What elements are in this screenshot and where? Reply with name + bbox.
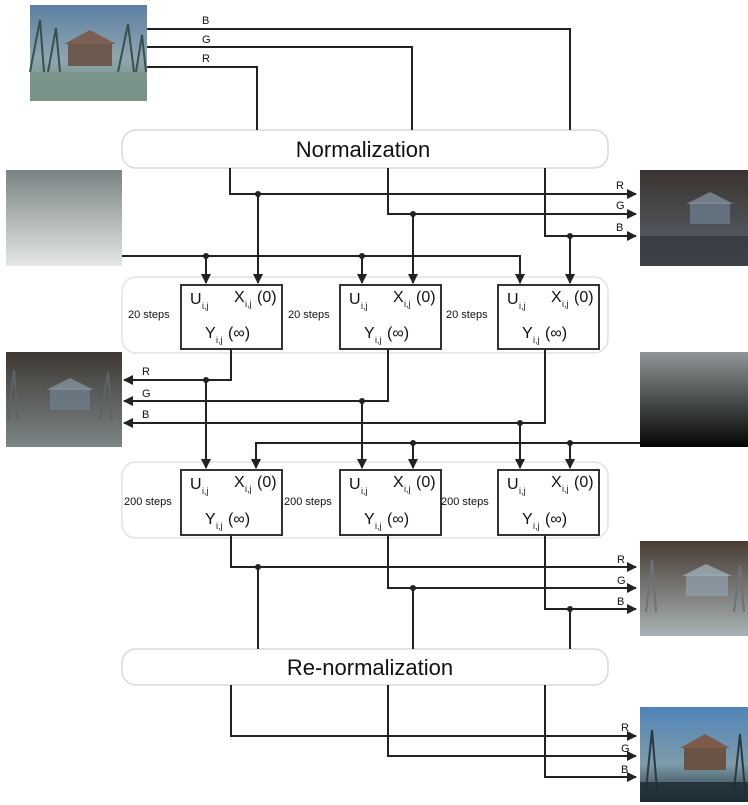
input-channel-wires (147, 28, 571, 130)
svg-text:(0): (0) (416, 289, 436, 306)
svg-text:X: X (234, 289, 245, 306)
svg-text:(∞): (∞) (545, 325, 567, 342)
normalization-panel (121, 129, 609, 169)
svg-text:i,j: i,j (375, 521, 382, 531)
layer1-steps-3: 20 steps (446, 309, 488, 321)
svg-text:i,j: i,j (562, 484, 569, 494)
svg-text:i,j: i,j (245, 484, 252, 494)
layer2-cell-2: U i,j X i,j (0) Y i,j (∞) (339, 469, 442, 536)
svg-text:i,j: i,j (216, 335, 223, 345)
final-r-label: R (621, 722, 629, 734)
layer2-output-wires (230, 535, 637, 649)
svg-text:i,j: i,j (404, 484, 411, 494)
svg-text:X: X (551, 474, 562, 491)
norm-b-label: B (616, 222, 623, 234)
svg-text:Y: Y (205, 325, 216, 342)
layer1-steps-1: 20 steps (128, 309, 170, 321)
input-b-label: B (202, 15, 209, 27)
svg-text:(∞): (∞) (387, 325, 409, 342)
svg-text:(0): (0) (257, 474, 277, 491)
svg-text:i,j: i,j (245, 299, 252, 309)
l2-g-label: G (617, 575, 626, 587)
layer1-output-wires (123, 349, 546, 469)
l1-g-label: G (142, 388, 151, 400)
svg-text:X: X (234, 474, 245, 491)
input-r-label: R (202, 53, 210, 65)
svg-text:(0): (0) (574, 474, 594, 491)
svg-text:(0): (0) (574, 289, 594, 306)
svg-text:i,j: i,j (562, 299, 569, 309)
svg-text:U: U (507, 291, 519, 308)
layer2-steps-2: 200 steps (284, 496, 332, 508)
svg-text:i,j: i,j (519, 301, 526, 311)
svg-text:i,j: i,j (361, 301, 368, 311)
svg-text:Y: Y (205, 511, 216, 528)
svg-text:X: X (551, 289, 562, 306)
l2-b-label: B (617, 596, 624, 608)
normalization-output-wires (229, 168, 637, 284)
layer1-cell-1: U i,j X i,j (0) Y i,j (∞) (180, 284, 283, 350)
svg-text:U: U (190, 291, 202, 308)
layer1-output-photo (6, 352, 122, 447)
svg-text:i,j: i,j (361, 486, 368, 496)
svg-text:(∞): (∞) (387, 511, 409, 528)
svg-text:i,j: i,j (519, 486, 526, 496)
svg-text:i,j: i,j (404, 299, 411, 309)
final-g-label: G (621, 743, 630, 755)
svg-text:Y: Y (522, 511, 533, 528)
svg-text:i,j: i,j (375, 335, 382, 345)
gradient-light-wires (122, 253, 525, 284)
layer2-cell-3: U i,j X i,j (0) Y i,j (∞) (497, 469, 600, 536)
svg-text:U: U (349, 476, 361, 493)
input-g-label: G (202, 34, 211, 46)
norm-r-label: R (616, 180, 624, 192)
layer2-cell-1: U i,j X i,j (0) Y i,j (∞) (180, 469, 283, 536)
svg-text:U: U (349, 291, 361, 308)
svg-text:i,j: i,j (202, 486, 209, 496)
svg-text:(∞): (∞) (545, 511, 567, 528)
final-b-label: B (621, 764, 628, 776)
renormalization-output-wires (230, 685, 637, 782)
svg-text:i,j: i,j (202, 301, 209, 311)
svg-text:U: U (190, 476, 202, 493)
svg-text:Y: Y (522, 325, 533, 342)
gradient-dark (640, 352, 748, 447)
norm-g-label: G (616, 200, 625, 212)
svg-text:(∞): (∞) (228, 325, 250, 342)
svg-text:Y: Y (364, 511, 375, 528)
svg-text:(0): (0) (257, 289, 277, 306)
svg-text:Y: Y (364, 325, 375, 342)
svg-text:i,j: i,j (216, 521, 223, 531)
layer2-output-photo (640, 541, 748, 636)
svg-text:X: X (393, 474, 404, 491)
svg-text:U: U (507, 476, 519, 493)
l1-r-label: R (142, 366, 150, 378)
normalized-photo (640, 170, 748, 266)
l2-r-label: R (617, 554, 625, 566)
layer2-steps-3: 200 steps (441, 496, 489, 508)
final-output-photo (640, 707, 748, 802)
gradient-dark-wires (251, 440, 640, 469)
layer2-steps-1: 200 steps (124, 496, 172, 508)
layer1-cell-2: U i,j X i,j (0) Y i,j (∞) (339, 284, 442, 350)
input-photo (29, 5, 147, 101)
renormalization-panel (121, 648, 609, 686)
l1-b-label: B (142, 409, 149, 421)
gradient-light (6, 170, 122, 266)
renormalization-label: Re-normalization (287, 655, 453, 680)
layer1-cell-3: U i,j X i,j (0) Y i,j (∞) (497, 284, 600, 350)
svg-text:(∞): (∞) (228, 511, 250, 528)
svg-text:(0): (0) (416, 474, 436, 491)
layer1-steps-2: 20 steps (288, 309, 330, 321)
normalization-label: Normalization (296, 137, 431, 162)
svg-text:i,j: i,j (533, 521, 540, 531)
svg-text:i,j: i,j (533, 335, 540, 345)
svg-text:X: X (393, 289, 404, 306)
